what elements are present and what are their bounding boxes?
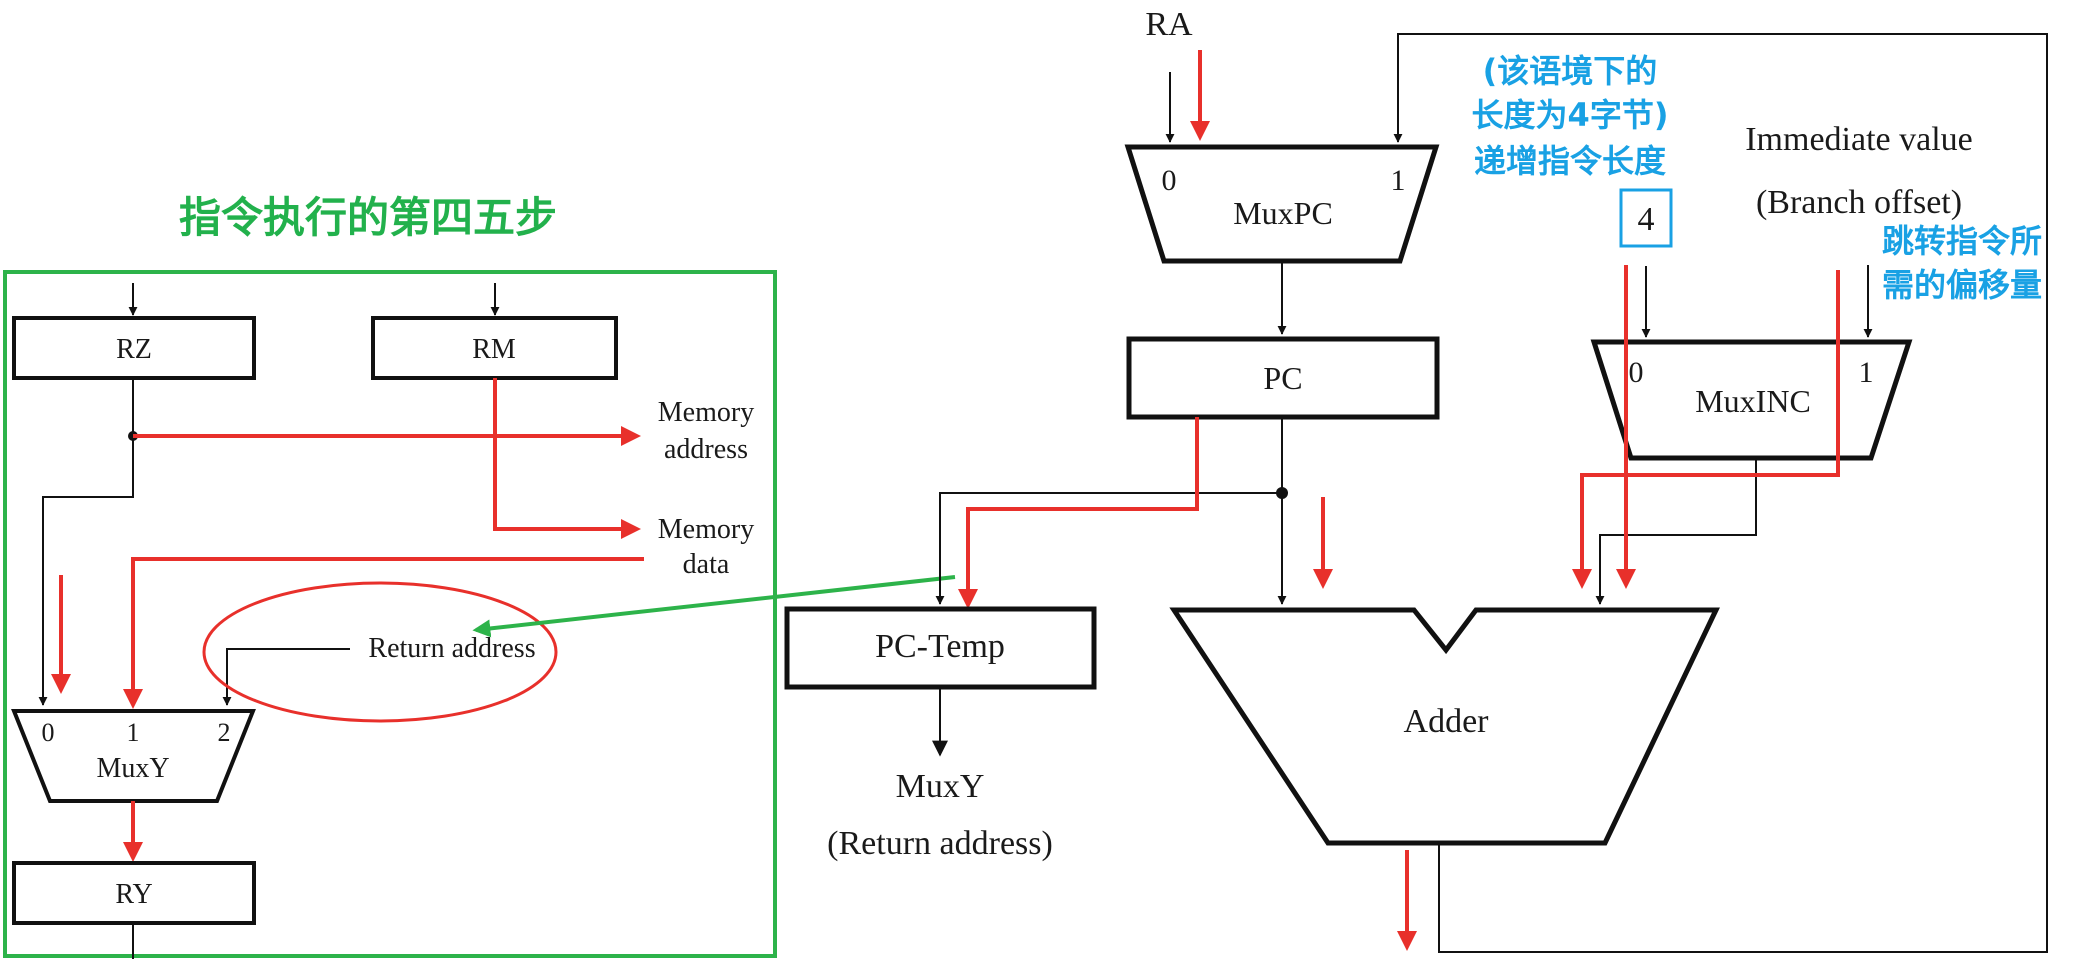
muxinc-input-1: 1 <box>1859 356 1874 389</box>
muxy-label: MuxY <box>96 753 169 784</box>
muxy-return-line2: (Return address) <box>827 825 1053 862</box>
muxpc-input-1: 1 <box>1391 164 1406 197</box>
muxpc-input-0: 0 <box>1162 164 1177 197</box>
muxy-input-0: 0 <box>42 718 55 747</box>
increment-note-line3: 递增指令长度 <box>1474 142 1666 180</box>
increment-value-box <box>1619 188 1673 248</box>
return-address-label: Return address <box>368 633 535 664</box>
return-address-link-arrow <box>472 575 956 638</box>
memory-address-label: Memory <box>658 397 754 428</box>
offset-note-line1: 跳转指令所 <box>1882 222 2042 260</box>
pctemp-label: PC-Temp <box>875 628 1005 665</box>
memory-data-line1: Memory <box>658 514 754 545</box>
offset-note-line2: 需的偏移量 <box>1882 266 2042 304</box>
memory-address-line1: Memory <box>658 397 754 428</box>
rm-label: RM <box>472 334 516 365</box>
muxinc-input-0: 0 <box>1629 356 1644 389</box>
muxinc-label: MuxINC <box>1695 383 1811 419</box>
memory-data-red-path <box>493 378 641 539</box>
muxy-multiplexer <box>11 709 256 803</box>
branch-offset-label: (Branch offset) <box>1756 184 1962 221</box>
ry-label: RY <box>115 879 152 910</box>
rz-register <box>12 316 256 380</box>
muxy-input-2: 2 <box>218 718 231 747</box>
muxpc-multiplexer <box>1124 144 1440 264</box>
increment-note-line1: (该语境下的 <box>1483 52 1658 90</box>
ra-label: RA <box>1145 6 1193 43</box>
muxinc-to-adder-wire <box>1595 458 1757 605</box>
immediate-line1: Immediate value <box>1745 121 1973 158</box>
memory-data-line2: data <box>683 549 730 580</box>
immediate-line2: (Branch offset) <box>1756 184 1962 221</box>
diagram-title: 指令执行的第四五步 <box>179 193 557 242</box>
rz-label: RZ <box>116 334 152 365</box>
adder-label: Adder <box>1404 703 1490 740</box>
rm-register <box>371 316 618 380</box>
muxy-input-1: 1 <box>127 718 140 747</box>
increment-note-line2: 长度为4字节) <box>1472 96 1669 134</box>
pc-to-pctemp-red-path <box>958 417 1199 609</box>
muxinc-multiplexer <box>1590 339 1913 461</box>
adder-feedback-wire <box>1393 33 2048 953</box>
ry-register <box>12 861 256 925</box>
increment-value: 4 <box>1638 201 1655 238</box>
memory-data-to-muxy1-red-path <box>123 557 644 709</box>
muxy-return-label-2: (Return address) <box>827 825 1053 862</box>
muxy-return-line1: MuxY <box>896 768 985 805</box>
pctemp-register <box>784 606 1097 690</box>
memory-address-line2: address <box>664 434 748 465</box>
memory-data-label: Memory <box>658 514 754 545</box>
memory-address-label-2: address <box>664 434 748 465</box>
immediate-label: Immediate value <box>1745 121 1973 158</box>
memory-data-label-2: data <box>683 549 730 580</box>
offset-red-path <box>1572 270 1840 589</box>
step45-frame <box>3 270 777 958</box>
pc-label: PC <box>1263 360 1302 396</box>
pc-to-pctemp-wire <box>935 492 1282 605</box>
rz-to-muxy0-wire <box>38 378 134 706</box>
muxpc-label: MuxPC <box>1233 195 1333 231</box>
adder-unit <box>1169 607 1720 846</box>
muxy-return-label: MuxY <box>896 768 985 805</box>
return-address-highlight <box>202 581 558 723</box>
